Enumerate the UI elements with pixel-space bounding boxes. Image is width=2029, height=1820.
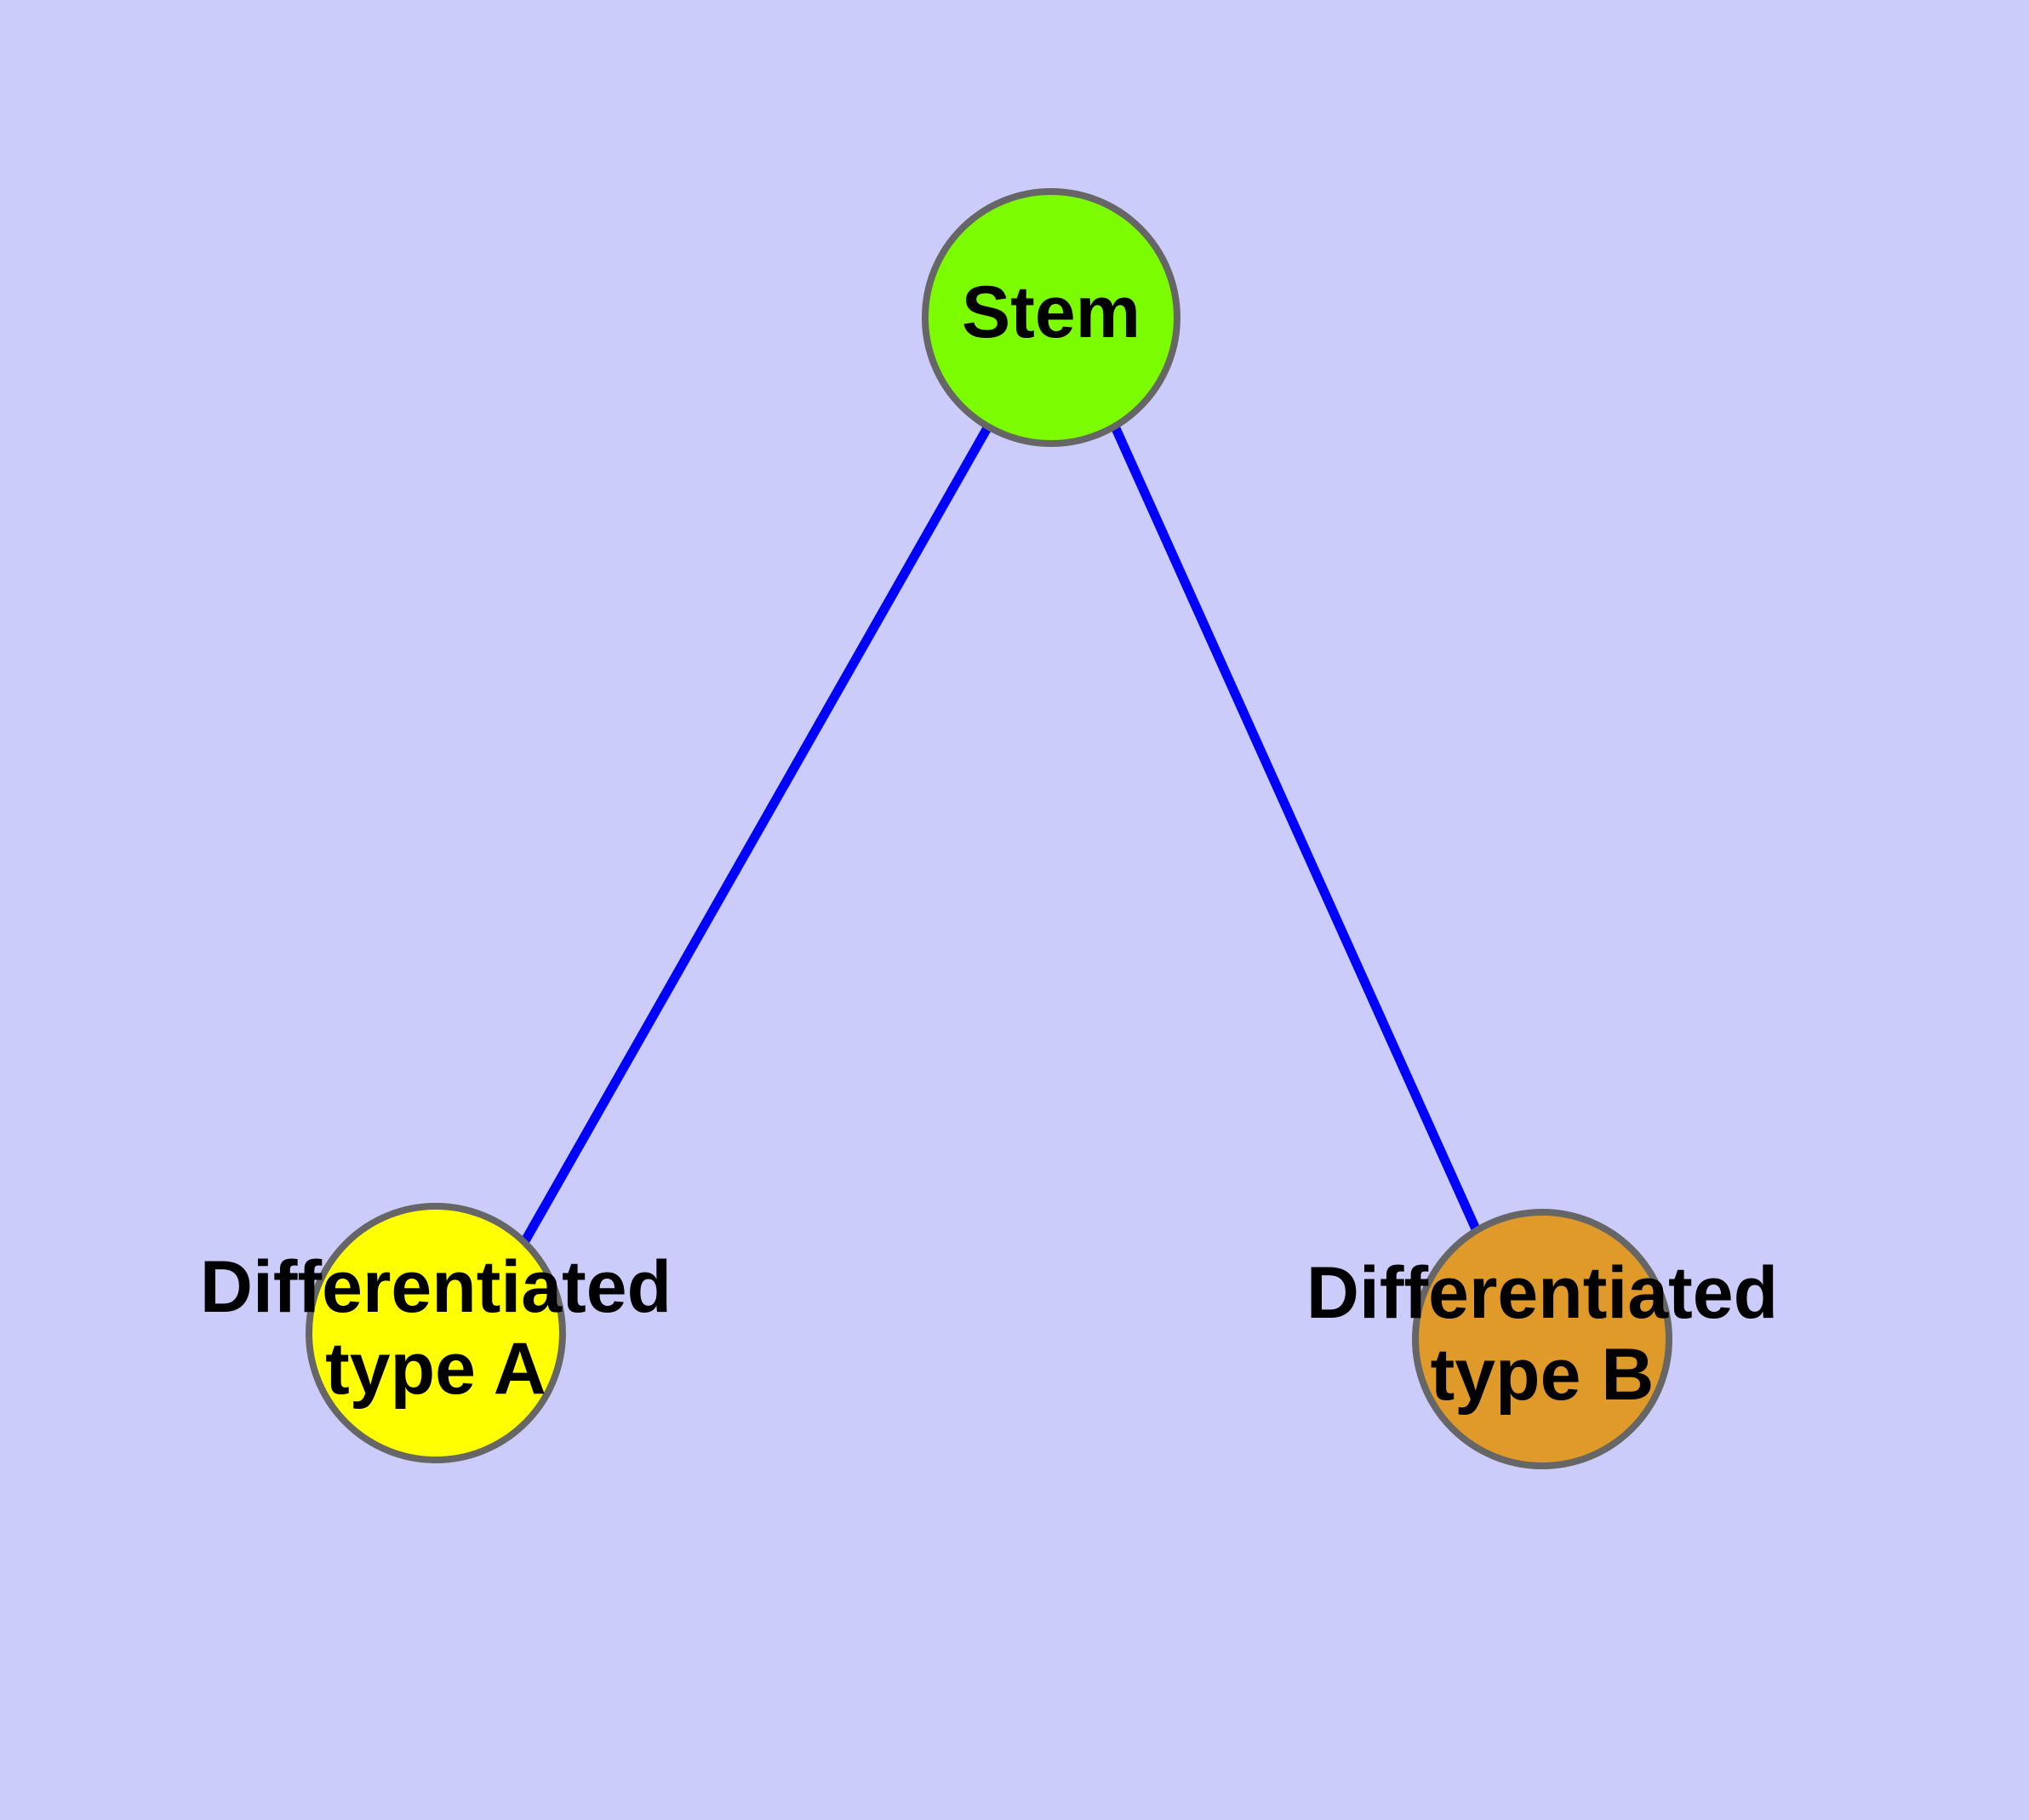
node-label-line: type B — [1431, 1334, 1655, 1416]
node-label-stem: Stem — [962, 272, 1140, 353]
node-circle-stem[interactable] — [922, 188, 1180, 447]
node-circle-diff_b[interactable] — [1412, 1209, 1672, 1469]
node-stem[interactable]: Stem — [922, 188, 1180, 447]
edge-stem-diff-b[interactable] — [1110, 424, 1482, 1233]
edges-group — [518, 424, 1482, 1248]
node-circle-diff_a[interactable] — [306, 1203, 566, 1463]
node-label-line: type A — [325, 1328, 546, 1410]
node-label-line: Differentiated — [200, 1246, 672, 1328]
edge-stem-diff-a[interactable] — [518, 424, 992, 1248]
node-label-line: Stem — [962, 272, 1140, 353]
node-label-line: Differentiated — [1306, 1252, 1778, 1334]
